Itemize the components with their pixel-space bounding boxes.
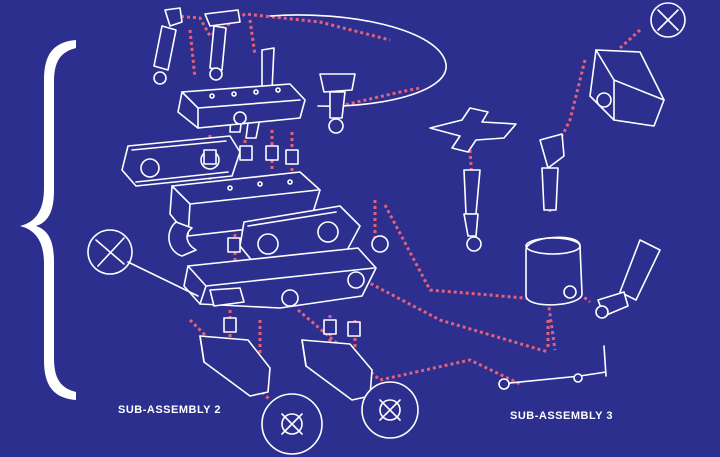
sub-assembly-3-parts [429, 2, 686, 390]
head-block [177, 83, 306, 129]
side-curve [168, 221, 197, 257]
chassis [183, 235, 389, 309]
wheels [261, 381, 419, 455]
front-axle [87, 229, 199, 297]
leg-brackets [199, 335, 373, 401]
antenna-loop [269, 14, 447, 107]
upper-track [121, 135, 241, 187]
left-brace [20, 40, 76, 400]
sub-assembly-2-label: SUB-ASSEMBLY 2 [118, 404, 221, 416]
bolts [203, 145, 361, 337]
sub-assembly-3-label: SUB-ASSEMBLY 3 [510, 410, 613, 422]
